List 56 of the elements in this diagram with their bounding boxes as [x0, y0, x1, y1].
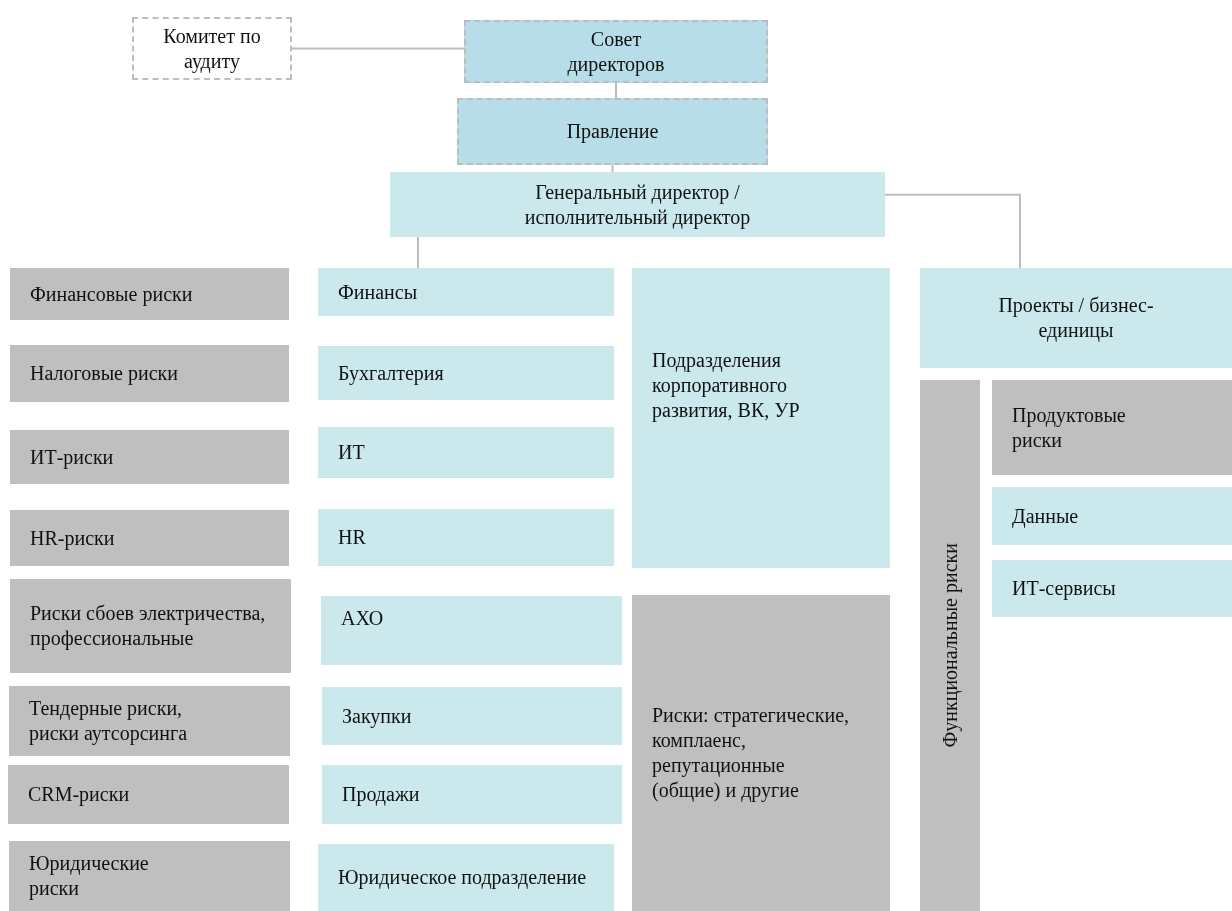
box-label: Юридические риски [29, 851, 150, 901]
box-label: Финансовые риски [30, 281, 193, 307]
box-label: Комитет по аудиту [162, 23, 262, 74]
box-label: Правление [566, 119, 659, 144]
risk-box [8, 765, 289, 824]
business-unit-box [920, 268, 1232, 368]
risk-box [992, 380, 1232, 475]
box-label: Продажи [342, 782, 420, 807]
box-label: Продуктовые риски [1012, 402, 1127, 453]
box-label: Функциональные риски [937, 543, 962, 748]
risk-box [10, 268, 289, 320]
committee-box [132, 17, 292, 80]
box-label: Тендерные риски, риски аутсорсинга [29, 696, 189, 746]
box-label: ИТ-риски [30, 444, 114, 470]
department-box [318, 427, 614, 478]
box-label: Финансы [338, 279, 418, 305]
box-label: Совет директоров [566, 26, 666, 77]
management-box [457, 98, 768, 165]
board-box [464, 20, 768, 83]
connector-line [884, 193, 1021, 269]
risk-box [10, 510, 289, 566]
box-label: ИТ [338, 440, 365, 465]
department-box [318, 844, 614, 911]
box-label: Бухгалтерия [338, 360, 444, 386]
box-label: Юридическое подразделение [338, 865, 587, 890]
box-label: Риски сбоев электричества, профессиональные [30, 601, 267, 651]
box-label: Налоговые риски [30, 361, 178, 386]
department-box [992, 560, 1232, 617]
risk-box [9, 841, 290, 911]
department-box [992, 487, 1232, 545]
department-box [322, 765, 622, 824]
box-label: АХО [341, 606, 384, 631]
connector-line [291, 47, 465, 50]
box-label: HR [338, 525, 366, 550]
box-label: HR-риски [30, 525, 115, 551]
risk-box [10, 430, 289, 484]
box-label: CRM-риски [28, 782, 130, 807]
risk-box [10, 579, 291, 673]
department-box [318, 346, 614, 400]
box-label: Подразделения корпоративного развития, ВК, УР [652, 348, 801, 423]
box-label: Данные [1012, 503, 1079, 529]
risk-box [9, 686, 290, 756]
connector-line [611, 164, 614, 173]
risk-box [920, 380, 980, 911]
box-label: Риски: стратегические, комплаенс, репутационные (общие) и другие [652, 703, 851, 803]
risk-box [632, 595, 890, 911]
department-box [321, 596, 622, 665]
box-label: ИТ-сервисы [1012, 576, 1116, 601]
box-label: Закупки [342, 703, 412, 729]
department-box [318, 509, 614, 566]
connector-line [615, 82, 617, 99]
department-box [322, 687, 622, 745]
risk-box [10, 345, 289, 402]
department-box [318, 268, 614, 316]
department-box [632, 268, 890, 568]
box-label: Проекты / бизнес-единицы [997, 293, 1155, 343]
